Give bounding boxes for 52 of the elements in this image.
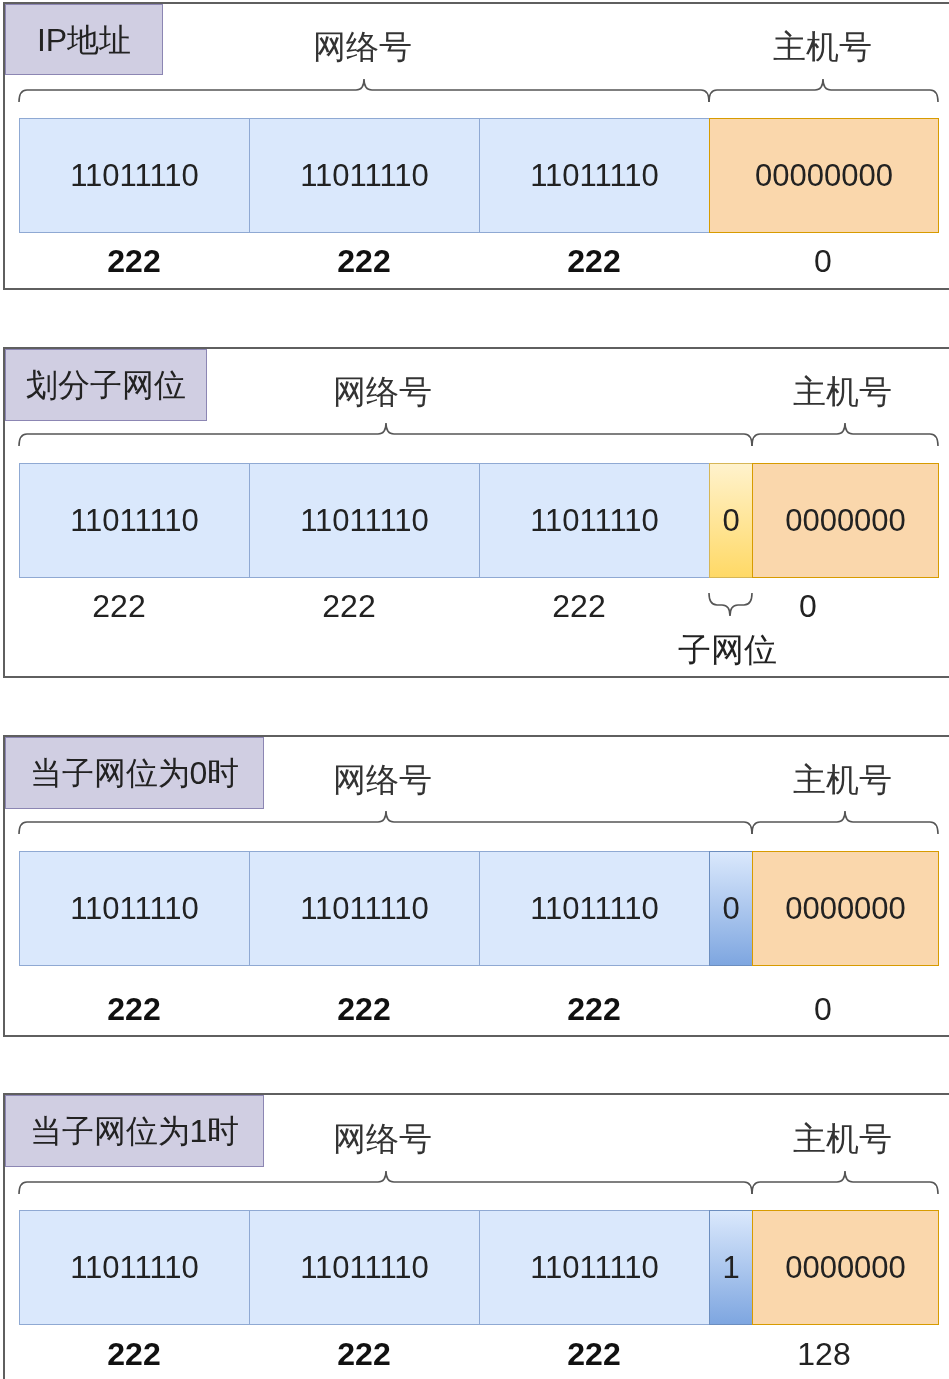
network-bits-box: 11011110 [479,1210,710,1325]
decimal-value: 222 [107,1337,161,1373]
section-label: 网络号 [332,1120,432,1158]
network-bits-box: 11011110 [479,463,710,578]
section-label: 主机号 [792,373,892,411]
network-bits-box: 11011110 [19,463,250,578]
host-bits-box: 0000000 [752,851,939,966]
network-bits-box: 11011110 [19,851,250,966]
decimal-value: 222 [567,992,621,1028]
decimal-value: 222 [337,244,391,280]
host-bits-box: 0000000 [752,463,939,578]
section-label: 网络号 [312,28,412,66]
panel-frame [3,347,949,678]
network-bits-box: 11011110 [19,1210,250,1325]
panel-frame [3,2,949,290]
decimal-value: 222 [107,244,161,280]
panel-frame [3,1093,949,1379]
decimal-value: 222 [337,992,391,1028]
network-bits-box: 11011110 [249,463,480,578]
panel-frame [3,735,949,1037]
decimal-value: 222 [567,244,621,280]
decimal-value: 222 [107,992,161,1028]
network-bits-box: 11011110 [479,118,710,233]
section-label: 主机号 [792,761,892,799]
network-bits-box: 11011110 [249,118,480,233]
decimal-value: 222 [567,1337,621,1373]
section-label: 网络号 [332,373,432,411]
section-tag: IP地址 [5,4,163,75]
subnet-bit-box: 0 [709,851,753,966]
section-tag: 当子网位为0时 [5,737,264,809]
subnet-bit-box: 1 [709,1210,753,1325]
decimal-value: 0 [814,992,832,1028]
network-bits-box: 11011110 [249,851,480,966]
bracket-caption: 子网位 [677,631,777,669]
section-label: 主机号 [792,1120,892,1158]
section-tag: 划分子网位 [5,349,207,421]
decimal-value: 128 [797,1337,851,1373]
decimal-value: 0 [814,244,832,280]
decimal-value: 0 [799,589,817,625]
decimal-value: 222 [92,589,146,625]
decimal-value: 222 [337,1337,391,1373]
section-label: 主机号 [772,28,872,66]
decimal-value: 222 [322,589,376,625]
network-bits-box: 11011110 [19,118,250,233]
subnet-bit-box: 0 [709,463,753,578]
host-bits-box: 0000000 [752,1210,939,1325]
network-bits-box: 11011110 [479,851,710,966]
decimal-value: 222 [552,589,606,625]
network-bits-box: 11011110 [249,1210,480,1325]
section-label: 网络号 [332,761,432,799]
host-bits-box: 00000000 [709,118,939,233]
section-tag: 当子网位为1时 [5,1095,264,1167]
